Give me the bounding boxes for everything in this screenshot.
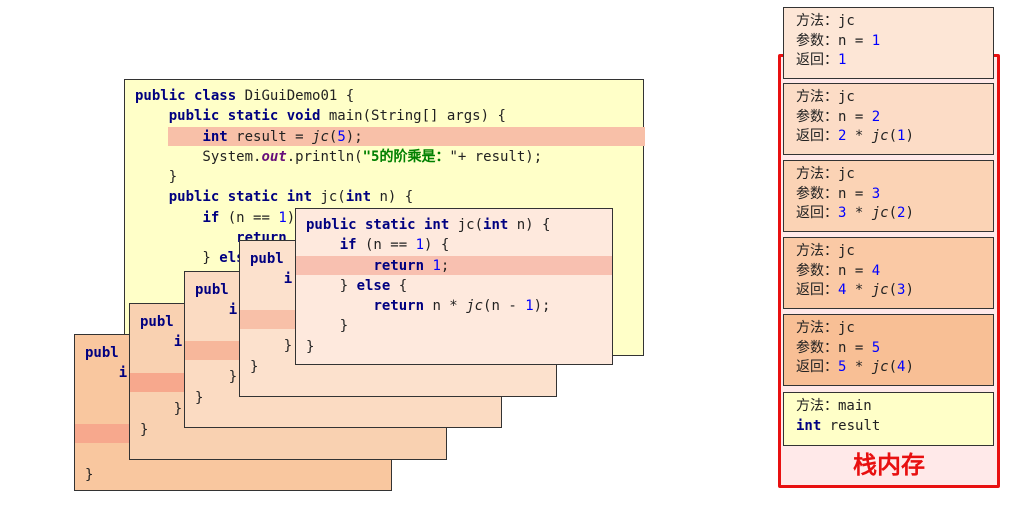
copy-line: publ [195, 282, 229, 298]
frame-param-value: n = 3 [838, 185, 881, 202]
copy-line: publ [140, 314, 174, 330]
copy-line: } [250, 358, 259, 375]
copy-highlight [240, 310, 304, 330]
frame-method-value: jc [838, 320, 855, 336]
copy-line: i [283, 271, 293, 288]
copy-line: publ [250, 251, 284, 267]
copy-highlight [75, 424, 139, 444]
frame-return-label: 返回： [796, 52, 838, 68]
rec-line-5: return n * jc(n - 1); [373, 298, 551, 315]
frame-param-value: n = 1 [838, 32, 881, 49]
frame-method-value: jc [838, 166, 855, 182]
copy-highlight-row [75, 424, 391, 444]
stack-frame-main: 方法：main int result [783, 392, 994, 446]
copy-highlight-row [130, 373, 446, 413]
copy-line: } [250, 338, 293, 355]
copy-highlight [185, 341, 249, 361]
code-line-2: public static void main(String[] args) { [168, 108, 506, 125]
current-line-highlight [168, 126, 645, 146]
rec-line-2: if (n == 1) { [339, 237, 450, 254]
rec-line-7: } [306, 338, 315, 355]
copy-line: } [140, 401, 183, 418]
frame-method-label: 方法： [796, 320, 838, 336]
frame-param-value: n = 2 [838, 108, 881, 125]
frame-method-label: 方法： [796, 166, 838, 182]
copy-line: i [173, 334, 183, 351]
frame-param-value: n = 5 [838, 339, 881, 356]
frame-return-value: 5 * jc(4) [838, 359, 914, 375]
copy-line: i [118, 365, 128, 382]
copy-line: i [228, 302, 238, 319]
frame-return-value: 2 * jc(1) [838, 128, 914, 144]
rec-line-6: } [306, 318, 349, 335]
copy-line: } [85, 466, 94, 483]
frame-method-label: 方法： [796, 13, 838, 29]
frame-return-value: 1 [838, 52, 847, 68]
frame-param-label: 参数： [796, 262, 838, 279]
code-line-5: } [135, 169, 178, 186]
copy-line: } [140, 421, 149, 438]
copy-line: publ [85, 345, 119, 361]
frame-param-value: n = 4 [838, 262, 881, 279]
copy-line: } [195, 389, 204, 406]
frame-method-label: 方法： [796, 89, 838, 105]
copy-highlight-row [185, 341, 501, 381]
frame-return-label: 返回： [796, 205, 838, 221]
frame-method-value: jc [838, 89, 855, 105]
frame-return-label: 返回： [796, 359, 838, 375]
frame-param-label: 参数： [796, 108, 838, 125]
code-line-6: public static int jc(int n) { [168, 189, 414, 206]
frame-param-label: 参数： [796, 32, 838, 49]
copy-highlight-row [240, 310, 556, 350]
rec-line-3-highlighted: return 1; [296, 255, 612, 276]
frame-return-value: 4 * jc(3) [838, 282, 914, 298]
rec-line-4: } else { [306, 277, 408, 294]
code-line-4: System.out.println("5的阶乘是："+ result); [135, 148, 543, 165]
frame-param-label: 参数： [796, 185, 838, 202]
recursion-copy-n1: public static int jc(int n) { if (n == 1… [295, 208, 613, 365]
stack-memory-label: 栈内存 [853, 451, 925, 479]
frame-method-value: jc [838, 243, 855, 259]
base-case-highlight [296, 255, 612, 275]
frame-param-label: 参数： [796, 339, 838, 356]
frame-return-label: 返回： [796, 128, 838, 144]
copy-highlight [130, 373, 194, 393]
frame-return-value: 3 * jc(2) [838, 205, 914, 221]
frame-method-value: jc [838, 13, 855, 29]
frame-return-label: 返回： [796, 282, 838, 298]
copy-line: } [195, 369, 238, 386]
code-line-1: public class DiGuiDemo01 { [135, 88, 355, 104]
frame-method-label: 方法： [796, 243, 838, 259]
rec-line-1: public static int jc(int n) { [306, 217, 551, 233]
code-line-3-highlighted: int result = jc(5); [135, 126, 645, 147]
